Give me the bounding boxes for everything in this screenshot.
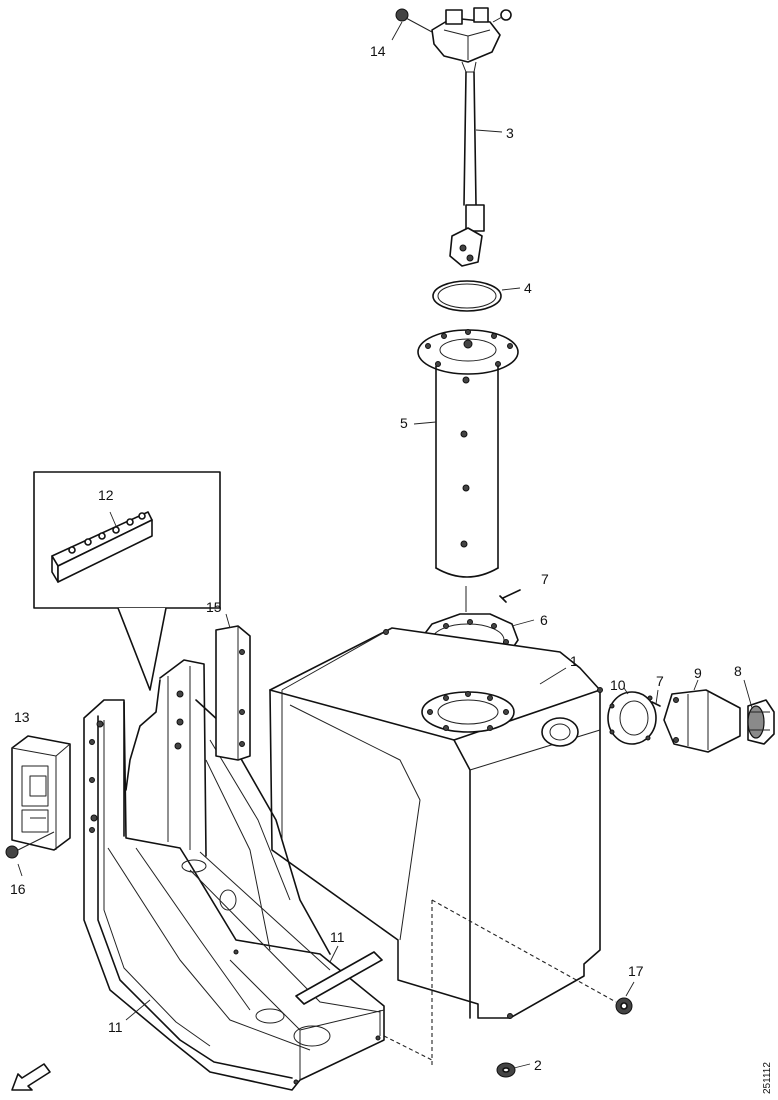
part-8-filler-cap [747, 699, 775, 745]
part-17-bolt [5, 831, 55, 859]
callout-10: 10 [610, 677, 626, 693]
callout-17: 16 [10, 881, 26, 897]
part-4-sealing-ring [432, 280, 502, 312]
part-15-rubber-pad [215, 625, 251, 761]
part-14-cover [11, 735, 71, 851]
part-2-nut [496, 1062, 516, 1078]
callout-15: 15 [206, 599, 222, 615]
part-7-screw [499, 589, 521, 603]
forward-arrow-icon [11, 1063, 51, 1091]
leader-lines [17, 21, 753, 1069]
detail-inset [33, 471, 221, 691]
callout-4: 4 [524, 280, 532, 296]
callout-2: 2 [534, 1057, 542, 1073]
callout-14: 13 [14, 709, 30, 725]
callout-7a: 7 [541, 571, 549, 587]
callout-8: 8 [734, 663, 742, 679]
callout-13: 12 [98, 487, 114, 503]
part-18-nut [615, 997, 633, 1015]
part-3-sender-tube [449, 71, 485, 267]
callout-1: 1 [570, 653, 578, 669]
callout-9: 9 [694, 665, 702, 681]
callout-12: 11 [330, 929, 345, 945]
part-9-filler-neck [663, 689, 741, 753]
callout-16: 14 [370, 43, 386, 59]
part-10-filler-ring [607, 691, 657, 745]
part-5-suction-tube [417, 329, 519, 578]
part-16-sender-head [395, 7, 512, 73]
callout-11-text: 11 [108, 1019, 123, 1035]
callout-18: 17 [628, 963, 644, 979]
callout-3: 3 [506, 125, 514, 141]
part-1-fuel-tank [269, 627, 603, 1019]
callout-7b: 7 [656, 673, 664, 689]
callout-labels: 14 3 4 5 7 6 1 10 7 9 8 12 15 13 16 11 1… [10, 43, 742, 1073]
drawing-reference: 251112 [762, 1062, 773, 1094]
callout-5: 5 [400, 415, 408, 431]
callout-6: 6 [540, 612, 548, 628]
part-12-strap [295, 951, 383, 1005]
